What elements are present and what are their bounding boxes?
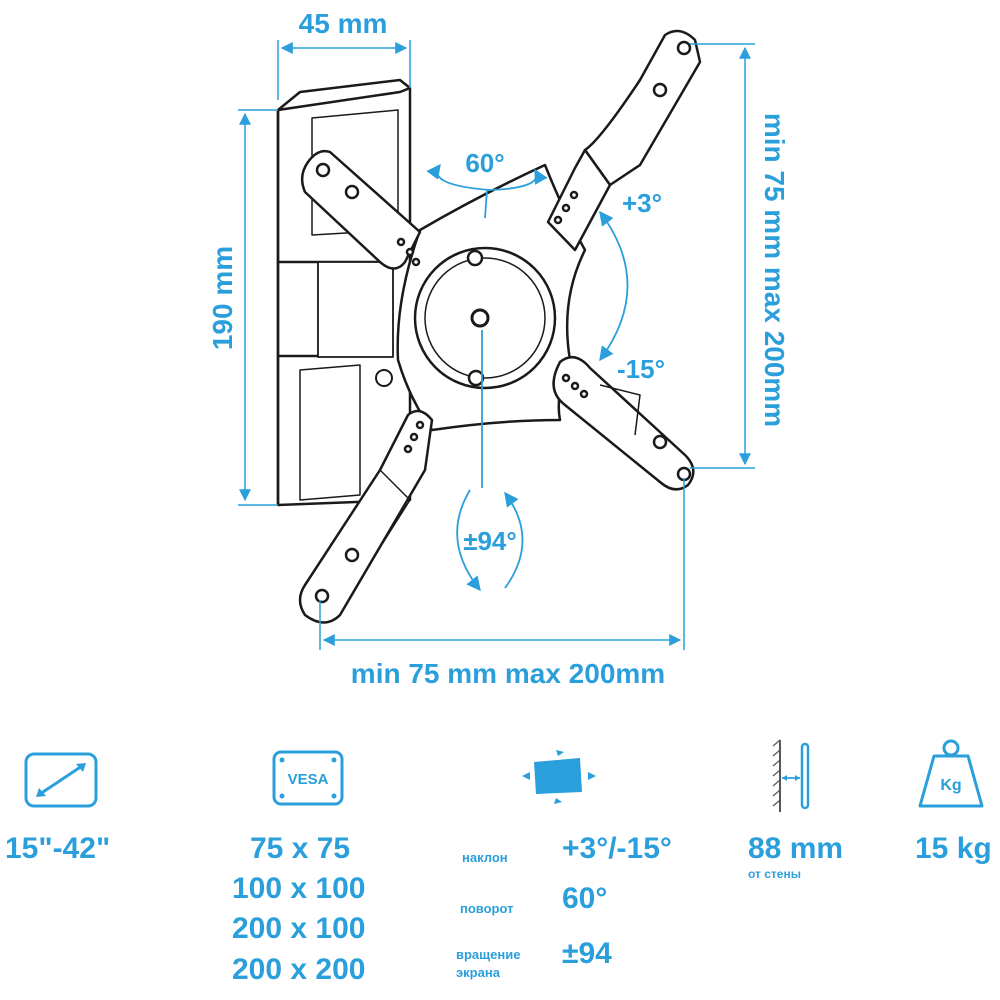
vesa-plate (396, 163, 587, 432)
height-dimension (238, 109, 278, 506)
depth-dimension (277, 40, 411, 100)
vesa-icon-text: VESA (288, 771, 329, 788)
vertical-spacing-label: min 75 mm max 200mm (759, 113, 790, 427)
vesa-arms (298, 29, 702, 624)
wall-distance-caption: от стены (748, 867, 801, 881)
tilt-swivel-icon (522, 750, 596, 804)
horizontal-spacing-dimension (319, 478, 685, 650)
vesa-size-1: 75 x 75 (250, 832, 351, 865)
swivel-label: 60° (465, 148, 504, 178)
rotation-caption-line1: вращение (456, 947, 521, 962)
swivel-indicator (426, 163, 548, 219)
rotation-caption-line2: экрана (456, 965, 500, 980)
tilt-caption: наклон (462, 850, 508, 865)
rotation-value: ±94 (562, 937, 612, 970)
tilt-indicator (599, 210, 629, 362)
weight-icon: Kg (918, 739, 984, 808)
rotation-indicator (456, 330, 524, 592)
tilt-down-label: -15° (617, 354, 665, 384)
vesa-size-4: 200 x 200 (232, 953, 366, 986)
max-load-value: 15 kg (915, 832, 992, 865)
screen-diagonal-icon (24, 752, 98, 808)
height-label: 190 mm (207, 246, 238, 350)
horizontal-spacing-label: min 75 mm max 200mm (351, 658, 665, 689)
rotation-label: ±94° (463, 526, 517, 556)
swivel-caption: поворот (460, 901, 514, 916)
vesa-size-3: 200 x 100 (232, 912, 366, 945)
vertical-spacing-dimension (690, 43, 755, 469)
bracket-diagram: 45 mm 190 mm min 75 mm max 200mm min 75 … (207, 8, 790, 689)
wall-plate (276, 78, 412, 507)
screen-size-value: 15"-42" (5, 832, 111, 865)
vesa-size-2: 100 x 100 (232, 872, 366, 905)
weight-icon-text: Kg (940, 777, 961, 794)
wall-distance-icon (772, 739, 810, 812)
swivel-value: 60° (562, 882, 608, 915)
tilt-value: +3°/-15° (562, 832, 672, 865)
tilt-up-label: +3° (622, 188, 662, 218)
depth-label: 45 mm (299, 8, 388, 39)
wall-distance-value: 88 mm (748, 832, 844, 865)
vesa-icon: VESA (272, 750, 344, 806)
